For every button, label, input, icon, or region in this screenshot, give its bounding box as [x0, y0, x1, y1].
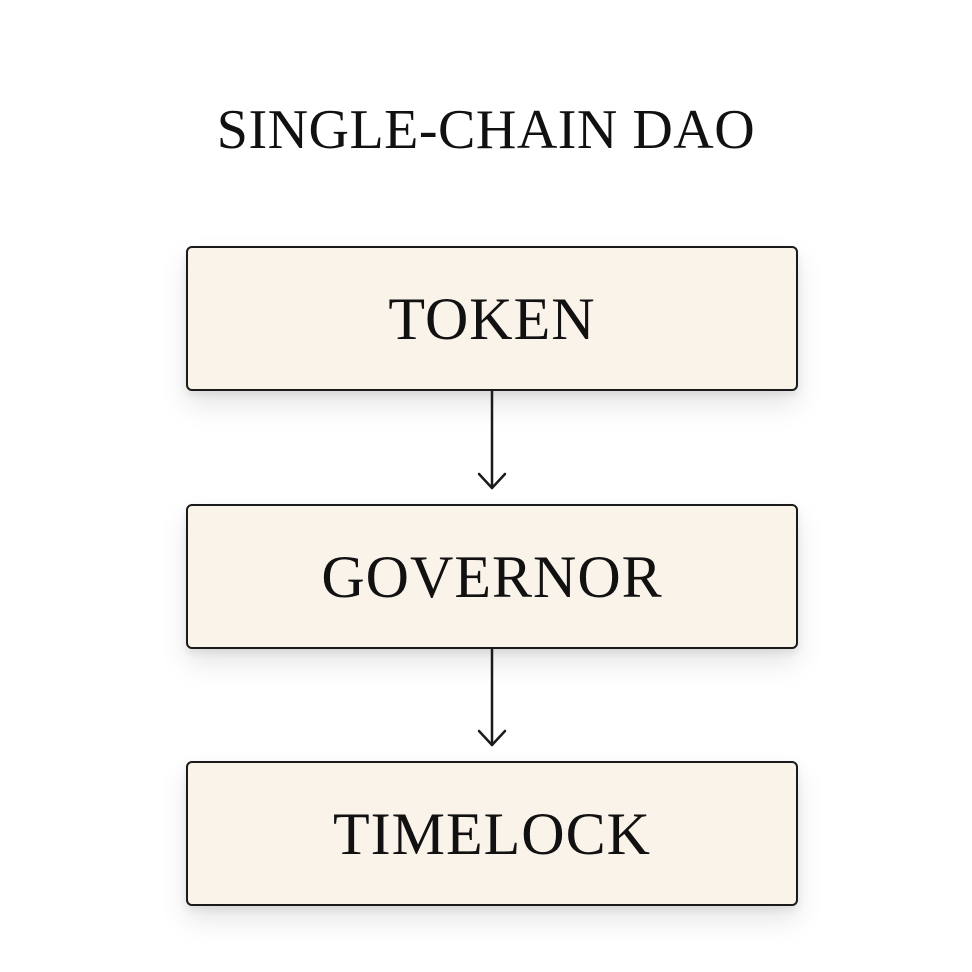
node-timelock: TIMELOCK — [186, 761, 798, 906]
node-governor: GOVERNOR — [186, 504, 798, 649]
edge-token-to-governor — [477, 389, 507, 490]
node-timelock-label: TIMELOCK — [333, 800, 651, 867]
diagram-title: SINGLE-CHAIN DAO — [216, 99, 756, 161]
node-governor-label: GOVERNOR — [321, 543, 663, 610]
edge-governor-to-timelock — [477, 647, 507, 747]
node-token: TOKEN — [186, 246, 798, 391]
node-token-label: TOKEN — [388, 285, 596, 352]
